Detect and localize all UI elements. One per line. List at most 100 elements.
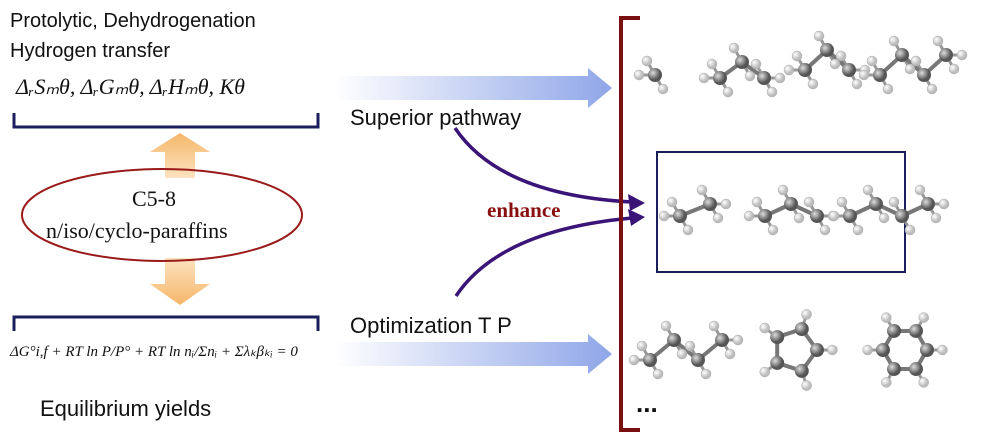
- carbon-atom: [667, 333, 681, 347]
- hydrogen-atom: [743, 210, 755, 222]
- hydrogen-atom: [751, 196, 763, 208]
- hydrogen-atom: [852, 224, 864, 236]
- hydrogen-atom: [700, 368, 712, 380]
- carbon-atom: [810, 343, 824, 357]
- hydrogen-atom: [829, 58, 841, 70]
- carbon-atom: [770, 330, 785, 345]
- hydrogen-atom: [696, 184, 708, 196]
- hydrogen-atom: [819, 224, 831, 236]
- hydrogen-atom: [706, 58, 718, 70]
- carbon-atom: [794, 322, 809, 337]
- molecules: [628, 30, 968, 391]
- hydrogen-atom: [835, 50, 847, 62]
- hydrogen-atom: [938, 198, 950, 210]
- hydrogen-atom: [858, 69, 870, 81]
- hydrogen-atom: [862, 344, 873, 356]
- down-arrow: [150, 258, 210, 305]
- hydrogen-atom: [641, 55, 653, 67]
- hydrogen-atom: [793, 212, 805, 224]
- carbon-atom: [887, 323, 901, 338]
- carbon-atom: [713, 71, 727, 85]
- hydrogen-atom: [851, 78, 863, 90]
- bottom-blue-arrow: [335, 334, 612, 374]
- hydrogen-atom: [750, 58, 762, 70]
- carbon-atom: [895, 48, 909, 62]
- carbon-atom: [820, 43, 834, 57]
- carbon-atom: [784, 197, 798, 211]
- ellipsis: ...: [636, 388, 658, 418]
- hydrogen-atom: [766, 86, 778, 98]
- carbon-atom: [643, 353, 657, 367]
- optimization-curve: [454, 216, 633, 297]
- hydrogen-atom: [658, 210, 670, 222]
- hydrogen-atom: [828, 210, 840, 222]
- hydrogen-atom: [777, 184, 789, 196]
- hydrogen-atom: [633, 69, 645, 81]
- hydrogen-atom: [948, 63, 960, 75]
- hydrogen-atom: [666, 196, 678, 208]
- hydrogen-atom: [708, 320, 720, 332]
- hydrogen-atom: [918, 377, 929, 388]
- carbon-atom: [691, 353, 705, 367]
- carbon-atom: [920, 343, 934, 357]
- hydrogen-atom: [801, 380, 812, 391]
- center-line2: n/iso/cyclo-paraffins: [46, 218, 228, 243]
- hydrogen-atom: [926, 83, 938, 95]
- hydrogen-atom: [803, 196, 815, 208]
- carbon-atom: [873, 68, 887, 82]
- bottom-bracket: [12, 315, 320, 331]
- hydrogen-atom: [878, 212, 890, 224]
- hydrogen-atom: [636, 340, 648, 352]
- enhance-label: enhance: [487, 198, 561, 222]
- hydrogen-atom: [724, 348, 736, 360]
- hydrogen-atom: [660, 320, 672, 332]
- superior-pathway-label: Superior pathway: [350, 105, 522, 130]
- hydrogen-atom: [698, 72, 710, 84]
- carbon-atom: [673, 209, 687, 223]
- hydrogen-atom: [759, 322, 770, 334]
- product-bracket: [619, 16, 640, 432]
- hydrogen-atom: [904, 224, 916, 236]
- equilibrium-yields-label: Equilibrium yields: [40, 396, 212, 421]
- hydrogen-atom: [722, 86, 734, 98]
- top-bracket: [12, 113, 320, 129]
- carbon-atom: [917, 68, 931, 82]
- hydrogen-atom: [676, 348, 688, 360]
- hydrogen-atom: [956, 49, 968, 61]
- hydrogen-atom: [862, 184, 874, 196]
- hydrogen-atom: [937, 344, 948, 356]
- hydrogen-atom: [932, 35, 944, 47]
- hydrogen-atom: [652, 368, 664, 380]
- hydrogen-atom: [888, 196, 900, 208]
- carbon-atom: [895, 209, 909, 223]
- hydrogen-atom: [807, 78, 819, 90]
- hydrogen-atom: [904, 63, 916, 75]
- carbon-atom: [648, 68, 662, 82]
- hydrogen-atom: [888, 35, 900, 47]
- hydrogen-atom: [836, 196, 848, 208]
- hydrogen-atom: [881, 312, 892, 323]
- top-blue-arrow: [335, 68, 612, 108]
- carbon-atom: [757, 71, 771, 85]
- carbon-atom: [909, 362, 923, 377]
- hydrogen-atom: [866, 55, 878, 67]
- title-line2: Hydrogen transfer: [10, 40, 171, 62]
- equilibrium-equation: ΔG°i,f + RT ln P/P° + RT ln nᵢ/Σnᵢ + Σλₖ…: [10, 344, 298, 360]
- hydrogen-atom: [801, 309, 812, 320]
- carbon-atom: [869, 197, 883, 211]
- hydrogen-atom: [684, 340, 696, 352]
- carbon-atom: [810, 209, 824, 223]
- hydrogen-atom: [744, 70, 756, 82]
- carbon-atom: [770, 355, 785, 370]
- carbon-atom: [735, 55, 749, 69]
- carbon-atom: [794, 363, 809, 378]
- hydrogen-atom: [732, 334, 744, 346]
- carbon-atom: [843, 209, 857, 223]
- hydrogen-atom: [881, 377, 892, 388]
- carbon-atom: [758, 209, 772, 223]
- carbon-atom: [842, 63, 856, 77]
- hydrogen-atom: [712, 212, 724, 224]
- carbon-atom: [798, 63, 812, 77]
